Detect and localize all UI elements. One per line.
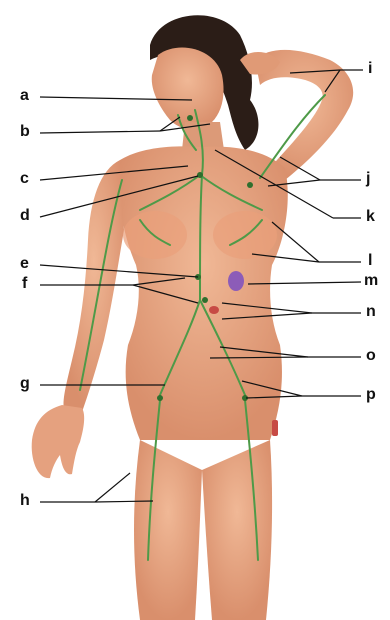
label-g: g xyxy=(20,376,30,392)
label-c: c xyxy=(20,171,29,187)
left-leg xyxy=(134,440,202,620)
appendix-area xyxy=(209,306,219,314)
label-n: n xyxy=(366,304,376,320)
left-hand xyxy=(32,405,84,478)
label-d: d xyxy=(20,208,30,224)
label-m: m xyxy=(364,273,378,289)
spleen xyxy=(228,271,244,291)
label-b: b xyxy=(20,124,30,140)
label-i: i xyxy=(368,61,372,77)
label-o: o xyxy=(366,348,376,364)
label-a: a xyxy=(20,88,29,104)
label-k: k xyxy=(366,209,375,225)
label-l: l xyxy=(368,253,372,269)
label-j: j xyxy=(366,171,370,187)
label-e: e xyxy=(20,256,29,272)
label-f: f xyxy=(22,276,27,292)
label-p: p xyxy=(366,387,376,403)
right-leg xyxy=(202,440,272,620)
label-h: h xyxy=(20,493,30,509)
thigh-accent xyxy=(272,420,278,436)
